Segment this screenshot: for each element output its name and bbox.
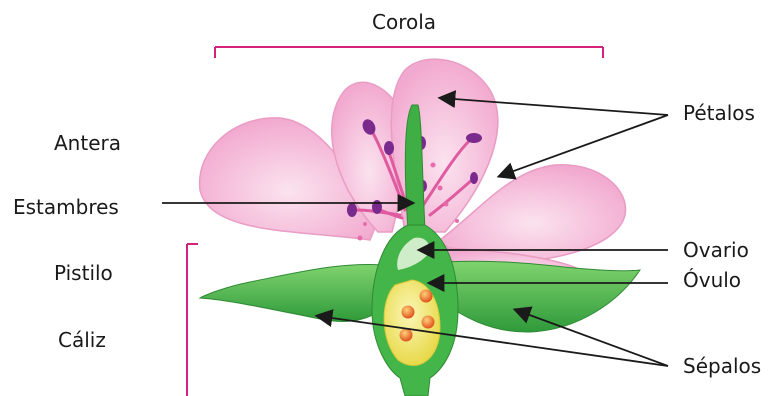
corola-bracket — [215, 47, 603, 58]
pistilo-bracket — [187, 244, 198, 396]
label-ovulo: Óvulo — [683, 270, 741, 290]
label-antera: Antera — [54, 133, 121, 153]
ovule-icon — [422, 316, 435, 329]
label-ovario: Ovario — [683, 240, 749, 260]
ovule-icon — [420, 290, 433, 303]
arrow-sepalos-right — [516, 310, 668, 366]
sepal-left — [200, 264, 392, 321]
anther-icon — [470, 172, 478, 184]
label-corola: Corola — [372, 12, 436, 32]
label-petalos: Pétalos — [683, 103, 755, 123]
sepal-right — [440, 261, 640, 332]
label-caliz: Cáliz — [58, 330, 106, 350]
label-pistilo: Pistilo — [54, 263, 113, 283]
anther-icon — [384, 141, 394, 155]
label-estambres: Estambres — [13, 197, 119, 217]
ovule-icon — [402, 306, 415, 319]
anther-icon — [466, 133, 482, 143]
label-sepalos: Sépalos — [683, 356, 761, 376]
anther-icon — [347, 203, 357, 217]
ovule-icon — [400, 329, 413, 342]
